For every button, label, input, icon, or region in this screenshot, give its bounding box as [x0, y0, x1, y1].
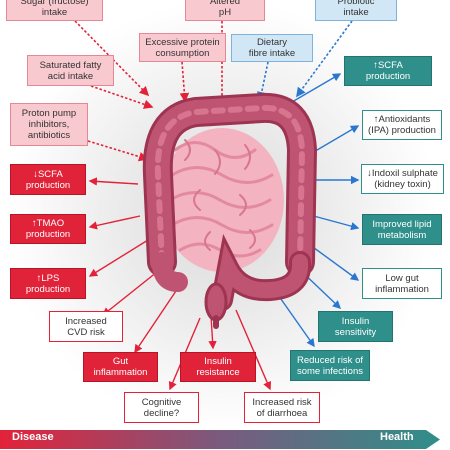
- satfat-arrow: [90, 85, 154, 109]
- lipid-arrow: [309, 214, 360, 231]
- lowgut-box: Low gut inflammation: [362, 268, 442, 299]
- cognitive-label: Cognitive decline?: [141, 396, 182, 419]
- infection-box: Reduced risk of some infections: [290, 350, 370, 381]
- scfa-down-box: ↓SCFA production: [10, 164, 86, 195]
- health-label: Health: [380, 431, 414, 443]
- tmao-box: ↑TMAO production: [10, 214, 86, 244]
- probiotic-arrow: [296, 20, 353, 98]
- lps-arrow: [88, 239, 149, 277]
- indoxyl-box: ↓Indoxil sulphate (kidney toxin): [361, 164, 444, 194]
- diarrhoea-label: Increased risk of diarrhoea: [252, 396, 312, 419]
- satfat-box: Saturated fatty acid intake: [27, 55, 114, 86]
- lps-box: ↑LPS production: [10, 268, 86, 299]
- inssens-box: Insulin sensitivity: [318, 311, 393, 342]
- antiox-label: ↑Antioxidants (IPA) production: [368, 114, 436, 136]
- ppi-box: Proton pump inhibitors, antibiotics: [10, 103, 88, 146]
- lipid-box: Improved lipid metabolism: [362, 214, 442, 245]
- indoxyl-label: ↓Indoxil sulphate (kidney toxin): [367, 168, 438, 190]
- ppi-label: Proton pump inhibitors, antibiotics: [21, 108, 77, 141]
- infection-label: Reduced risk of some infections: [296, 354, 363, 377]
- protein-box: Excessive protein consumption: [139, 33, 226, 62]
- scfa-down-label: ↓SCFA production: [25, 168, 71, 191]
- diarrhoea-arrow: [235, 309, 272, 391]
- cvd-arrow: [101, 267, 163, 316]
- ppi-arrow: [87, 140, 149, 162]
- diarrhoea-box: Increased risk of diarrhoea: [244, 392, 320, 423]
- antiox-box: ↑Antioxidants (IPA) production: [362, 110, 442, 140]
- infection-arrow: [275, 291, 315, 348]
- large-intestine: [142, 92, 317, 329]
- satfat-label: Saturated fatty acid intake: [39, 59, 102, 82]
- cvd-box: Increased CVD risk: [49, 311, 123, 342]
- scfa_down-arrow: [88, 177, 139, 186]
- gutinf-box: Gut inflammation: [83, 352, 158, 382]
- gutinf-arrow: [134, 281, 183, 354]
- fibre-box: Dietary fibre intake: [231, 34, 313, 62]
- gutinf-label: Gut inflammation: [93, 356, 148, 378]
- sugar-label: Sugar (fructose) intake: [20, 0, 89, 18]
- sugar-box: Sugar (fructose) intake: [6, 0, 103, 21]
- lipid-label: Improved lipid metabolism: [372, 218, 432, 241]
- scfa-up-label: ↑SCFA production: [365, 60, 411, 82]
- cognitive-box: Cognitive decline?: [124, 392, 199, 423]
- disease-health-gradient-bar: [0, 430, 440, 449]
- tmao-arrow: [88, 215, 141, 230]
- inssens-label: Insulin sensitivity: [334, 315, 377, 338]
- probiotic-label: Probiotic intake: [337, 0, 375, 18]
- probiotic-box: Probiotic intake: [315, 0, 397, 21]
- lps-label: ↑LPS production: [25, 272, 71, 295]
- ph-box: Altered pH: [185, 0, 265, 21]
- lowgut-label: Low gut inflammation: [375, 272, 429, 295]
- protein-label: Excessive protein consumption: [145, 36, 220, 59]
- ph-label: Altered pH: [209, 0, 241, 18]
- disease-label: Disease: [12, 431, 54, 443]
- insres-box: Insulin resistance: [180, 352, 256, 382]
- cvd-label: Increased CVD risk: [65, 315, 107, 338]
- scfa-up-box: ↑SCFA production: [344, 56, 432, 86]
- insres-label: Insulin resistance: [196, 356, 240, 378]
- tmao-label: ↑TMAO production: [25, 218, 71, 240]
- small-intestine: [160, 128, 284, 272]
- fibre-label: Dietary fibre intake: [248, 37, 296, 59]
- scfa_up-arrow: [291, 73, 342, 103]
- protein-arrow: [179, 61, 190, 103]
